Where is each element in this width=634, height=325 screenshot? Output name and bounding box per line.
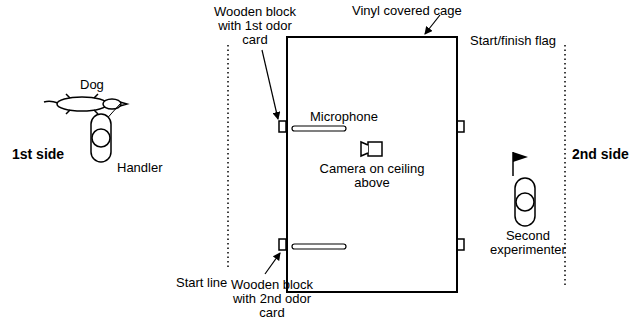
- microphone-symbol: [292, 126, 346, 249]
- flag-label: Start/finish flag: [470, 34, 590, 48]
- callout-label: Wooden block with 2nd odor card: [222, 278, 322, 320]
- figure-label: Second experimenter: [488, 229, 568, 257]
- side-label: 1st side: [12, 147, 82, 161]
- start-line: [227, 45, 229, 268]
- callout-label: Wooden block with 1st odor card: [205, 5, 305, 47]
- handler-figure: [91, 114, 111, 162]
- wooden-block: [279, 121, 464, 250]
- figure-label: Handler: [117, 161, 187, 175]
- part-label: Microphone: [310, 110, 420, 124]
- cage-box: MicrophoneCamera on ceiling above: [286, 36, 458, 293]
- dog-figure: [44, 94, 127, 114]
- side-label: 2nd side: [572, 147, 634, 161]
- camera-symbol: [361, 142, 382, 156]
- flag-symbol: [513, 152, 528, 176]
- experimenter-figure: [515, 178, 535, 226]
- part-label: Camera on ceiling above: [318, 162, 426, 190]
- leader-arrow: [262, 15, 440, 274]
- callout-label: Vinyl covered cage: [352, 4, 492, 18]
- figure-label: Dog: [80, 78, 120, 92]
